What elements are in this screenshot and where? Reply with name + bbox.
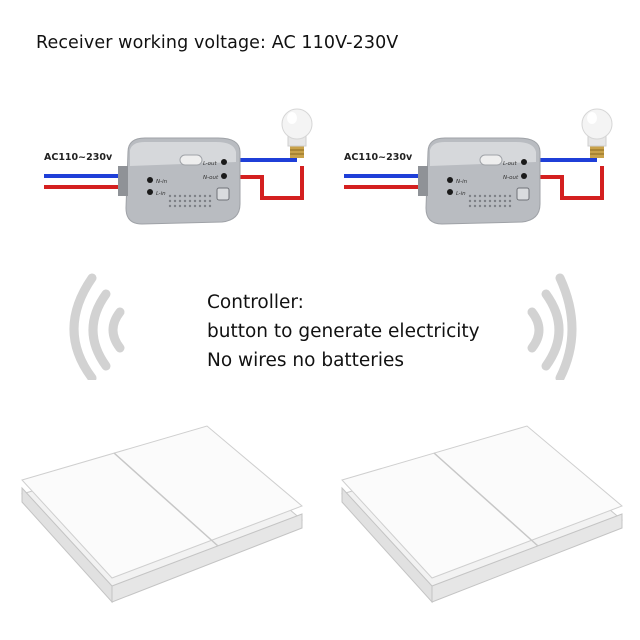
receiver-module-right: L-out N-out N-in L-in AC110~230v [330, 100, 630, 240]
receiver-vent-grid [468, 194, 512, 208]
ac-voltage-label: AC110~230v [344, 152, 413, 163]
learn-button-icon [216, 187, 230, 201]
controller-feature-power: button to generate electricity [207, 321, 480, 342]
receiver-top-face [430, 142, 536, 166]
terminal-l-in [447, 189, 453, 195]
receiver-window [179, 154, 203, 166]
light-bulb-icon [581, 108, 613, 158]
wireless-signal-left-icon [62, 270, 172, 383]
terminal-label-l-out: L-out [503, 161, 517, 167]
terminal-label-n-in: N-in [156, 179, 168, 185]
terminal-n-in [147, 177, 153, 183]
terminal-l-out [521, 159, 527, 165]
terminal-n-out [521, 173, 527, 179]
ac-voltage-label: AC110~230v [44, 152, 113, 163]
receiver-wiring-diagram: L-out N-out N-in L-in [44, 108, 313, 225]
terminal-label-n-out: N-out [503, 175, 519, 181]
controller-title: Controller: [207, 292, 304, 313]
wall-switch-right [322, 418, 632, 618]
controller-description: Controller: button to generate electrici… [207, 288, 480, 375]
receiver-side [118, 166, 128, 196]
wall-switch-left [2, 418, 312, 618]
terminal-n-out [221, 173, 227, 179]
receiver-module-left: L-out N-out N-in L-in AC110~230v [30, 100, 330, 240]
terminal-label-n-out: N-out [203, 175, 219, 181]
terminal-l-in [147, 189, 153, 195]
receiver-wiring-diagram: L-out N-out N-in L-in [344, 108, 613, 225]
controller-feature-wireless: No wires no batteries [207, 350, 405, 371]
rocker-split-line [113, 452, 219, 547]
switch-face [341, 425, 623, 579]
terminal-label-l-out: L-out [203, 161, 217, 167]
terminal-label-n-in: N-in [456, 179, 468, 185]
output-live-wire [535, 166, 604, 200]
rocker-split-line [433, 452, 539, 547]
receiver-voltage-headline: Receiver working voltage: AC 110V-230V [36, 33, 399, 53]
receiver-window [479, 154, 503, 166]
terminal-label-l-in: L-in [156, 191, 166, 197]
output-neutral-wire [235, 146, 297, 162]
wireless-signal-right-icon [480, 270, 590, 383]
learn-button-icon [516, 187, 530, 201]
output-live-wire [235, 166, 304, 200]
receiver-top-face [130, 142, 236, 166]
output-neutral-wire [535, 146, 597, 162]
terminal-n-in [447, 177, 453, 183]
switch-face [21, 425, 303, 579]
terminal-l-out [221, 159, 227, 165]
light-bulb-icon [281, 108, 313, 158]
terminal-label-l-in: L-in [456, 191, 466, 197]
receiver-side [418, 166, 428, 196]
receiver-vent-grid [168, 194, 212, 208]
